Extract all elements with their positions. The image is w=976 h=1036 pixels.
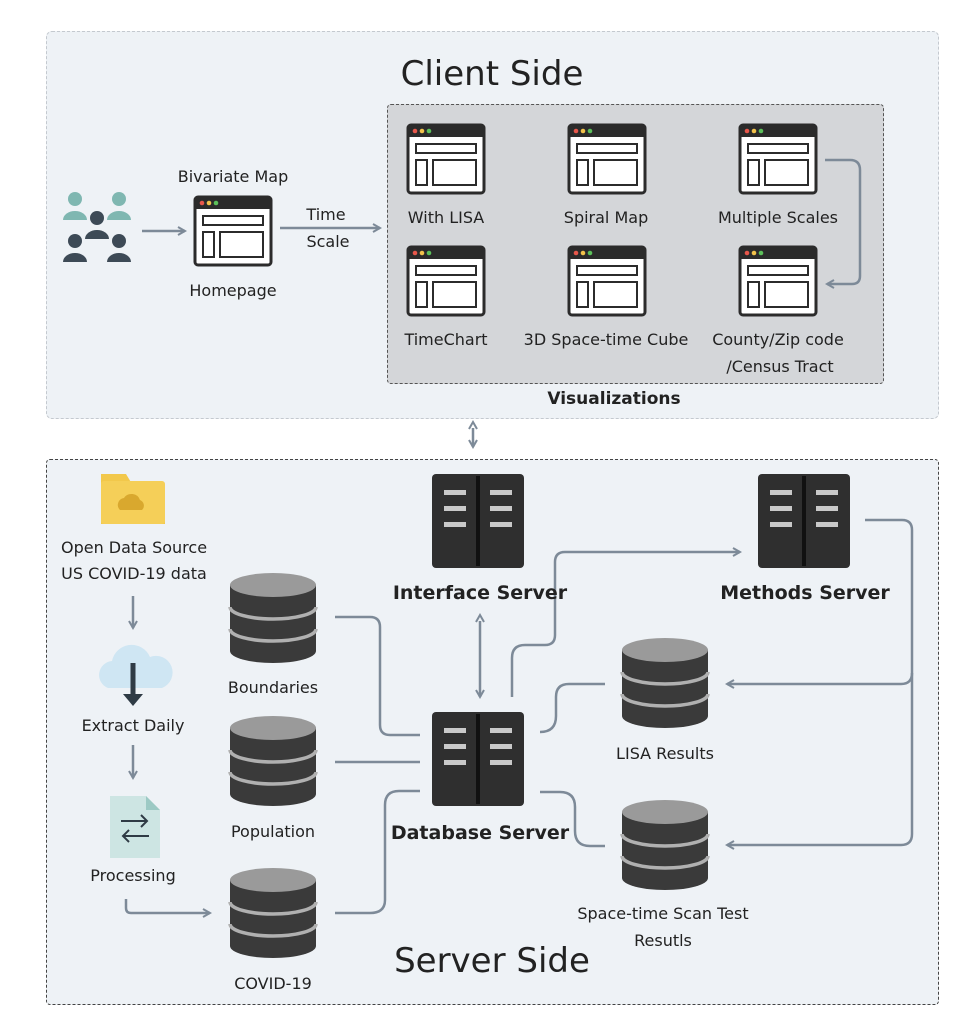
client-arrows [142,158,862,447]
database-server-icon [430,710,526,808]
visualizations-title: Visualizations [547,389,681,409]
extract-daily-label: Extract Daily [81,716,185,735]
data-source-label-line2: US COVID-19 data [61,564,207,583]
vis-spiral-map-label: Spiral Map [563,208,649,227]
processing-doc-icon [110,796,160,858]
homepage-top-label: Bivariate Map [177,167,289,186]
cloud-download-icon [99,644,173,706]
processing-label: Processing [90,866,176,885]
data-source-label-line1: Open Data Source [60,538,208,557]
vis-space-time-cube-label: 3D Space-time Cube [523,330,689,349]
interface-server-icon [430,472,526,570]
covid-database-icon [228,866,318,960]
boundaries-database-icon [228,571,318,665]
interface-server-label: Interface Server [392,582,568,604]
vis-timechart-label: TimeChart [404,330,488,349]
space-time-cube-window-icon [567,245,647,317]
lisa-results-label: LISA Results [616,744,714,763]
folder-icon [101,474,165,524]
vis-county-zip-label-line2: /Census Tract [726,357,834,376]
vis-with-lisa-label: With LISA [407,208,485,227]
homepage-window-icon [193,195,273,267]
server-side-title: Server Side [394,941,590,981]
time-scale-label-line1: Time [306,205,346,224]
scan-results-label-line2: Resutls [634,931,692,950]
boundaries-label: Boundaries [227,678,319,697]
methods-server-icon [756,472,852,570]
users-icon [63,192,131,262]
with-lisa-window-icon [406,123,486,195]
lisa-results-database-icon [620,636,710,730]
county-zip-window-icon [738,245,818,317]
methods-server-label: Methods Server [720,582,890,604]
scan-results-database-icon [620,798,710,892]
vis-county-zip-label-line1: County/Zip code [712,330,844,349]
covid-label: COVID-19 [234,974,312,993]
population-database-icon [228,714,318,808]
scan-results-label-line1: Space-time Scan Test [577,904,749,923]
homepage-label: Homepage [189,281,277,300]
client-side-title: Client Side [400,54,584,94]
vis-multiple-scales-label: Multiple Scales [717,208,839,227]
spiral-map-window-icon [567,123,647,195]
time-scale-label-line2: Scale [306,232,350,251]
pipeline-arrows [124,596,210,913]
timechart-window-icon [406,245,486,317]
database-server-label: Database Server [390,822,570,844]
server-connections [335,518,914,915]
multiple-scales-window-icon [738,123,818,195]
population-label: Population [230,822,316,841]
